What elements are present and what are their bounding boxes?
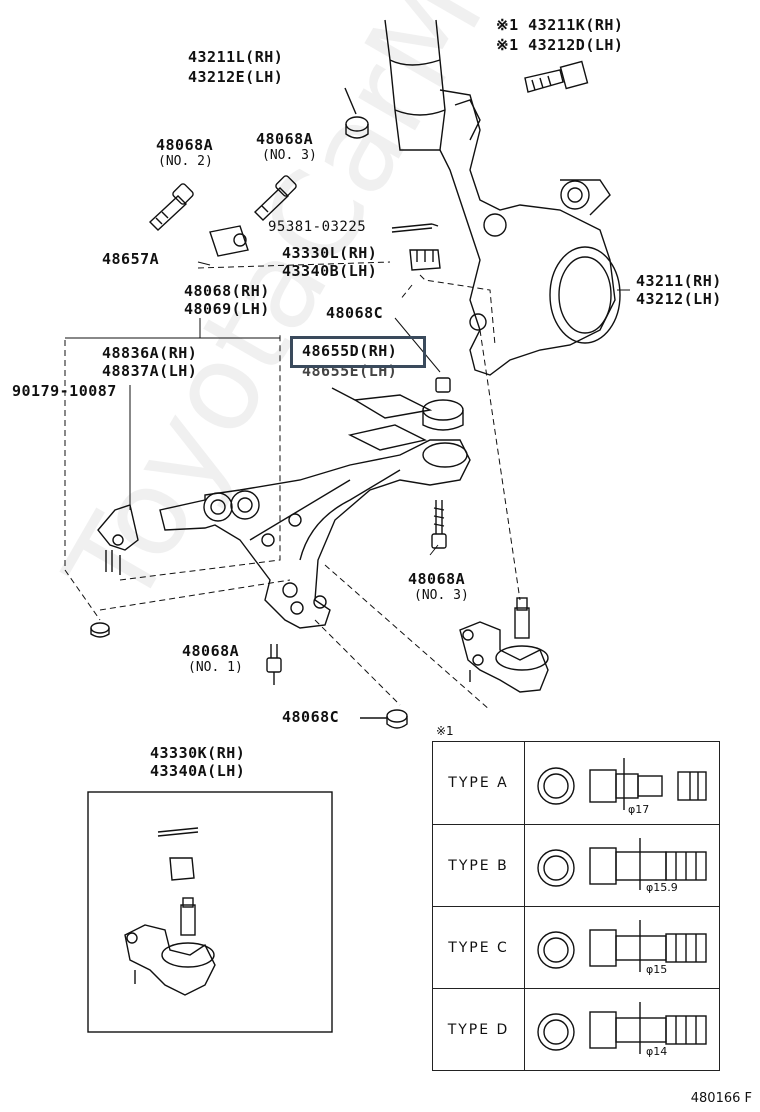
dim-b: φ15.9: [646, 881, 678, 894]
dim-c: φ15: [646, 963, 668, 976]
label-no1: (NO. 1): [188, 660, 243, 675]
label-48068a-no2: 48068A: [156, 136, 214, 154]
bolt-type-drawings: [537, 758, 707, 1054]
rear-bushing: [331, 377, 464, 451]
label-43212: 43212(LH): [636, 290, 722, 308]
label-48068c-bottom: 48068C: [282, 708, 340, 726]
table-row: TYPE D: [433, 988, 719, 1070]
cotter-pin: [391, 223, 439, 233]
table-row: TYPE A: [433, 742, 719, 824]
label-48068c-top: 48068C: [326, 304, 384, 322]
label-43330k: 43330K(RH): [150, 744, 246, 762]
table-row: TYPE B: [433, 824, 719, 906]
label-43212d: ※1 43212D(LH): [496, 36, 624, 54]
stabilizer-bracket: [97, 504, 139, 575]
leader-lines: [64, 261, 521, 711]
nut-48068c-bottom: [360, 709, 408, 729]
table-note: ※1: [436, 724, 454, 738]
bolt-no3-top: [253, 175, 297, 221]
bolt-no3-mid: [431, 500, 447, 549]
castle-nut: [409, 249, 441, 271]
label-43211k: ※1 43211K(RH): [496, 16, 624, 34]
table-row: TYPE C: [433, 906, 719, 988]
steering-knuckle: [384, 19, 621, 376]
lower-control-arm: [159, 439, 471, 629]
label-43211: 43211(RH): [636, 272, 722, 290]
label-43212e: 43212E(LH): [188, 68, 284, 86]
type-label: TYPE C: [433, 907, 525, 988]
label-48068a-no3-top: 48068A: [256, 130, 314, 148]
label-48657a: 48657A: [102, 250, 160, 268]
bolt-no2: [148, 183, 194, 231]
ball-joint: [459, 597, 549, 693]
label-48068-rh: 48068(RH): [184, 282, 270, 300]
flange-nut: [90, 622, 110, 638]
hub-nut: [344, 87, 369, 139]
label-43340b: 43340B(LH): [282, 262, 378, 280]
label-no3-top: (NO. 3): [262, 148, 317, 163]
dim-d: φ14: [646, 1045, 668, 1058]
bolt-type-table: TYPE A TYPE B TYPE C TYPE D: [432, 741, 720, 1071]
bracket-clamp: [209, 225, 249, 257]
label-90179: 90179-10087: [12, 382, 117, 400]
label-48068a-no3-mid: 48068A: [408, 570, 466, 588]
label-48837a: 48837A(LH): [102, 362, 198, 380]
label-no3-mid: (NO. 3): [414, 588, 469, 603]
label-43211l: 43211L(RH): [188, 48, 284, 66]
label-no2: (NO. 2): [158, 154, 213, 169]
diagram-id: 480166 F: [690, 1091, 752, 1106]
type-label: TYPE A: [433, 742, 525, 824]
knuckle-bolt: [524, 60, 589, 93]
ball-joint-kit-box: [87, 791, 333, 1033]
label-43330l: 43330L(RH): [282, 244, 378, 262]
type-label: TYPE D: [433, 989, 525, 1070]
dim-a: φ17: [628, 803, 650, 816]
type-label: TYPE B: [433, 825, 525, 906]
label-48655d: 48655D(RH): [302, 342, 398, 360]
highlight-box: [290, 336, 426, 368]
label-48068a-no1: 48068A: [182, 642, 240, 660]
label-48069-lh: 48069(LH): [184, 300, 270, 318]
bolt-no1: [266, 644, 282, 685]
label-95381: 95381-03225: [268, 219, 367, 235]
solid-leaders: [65, 261, 630, 556]
label-48836a: 48836A(RH): [102, 344, 198, 362]
label-43340a: 43340A(LH): [150, 762, 246, 780]
